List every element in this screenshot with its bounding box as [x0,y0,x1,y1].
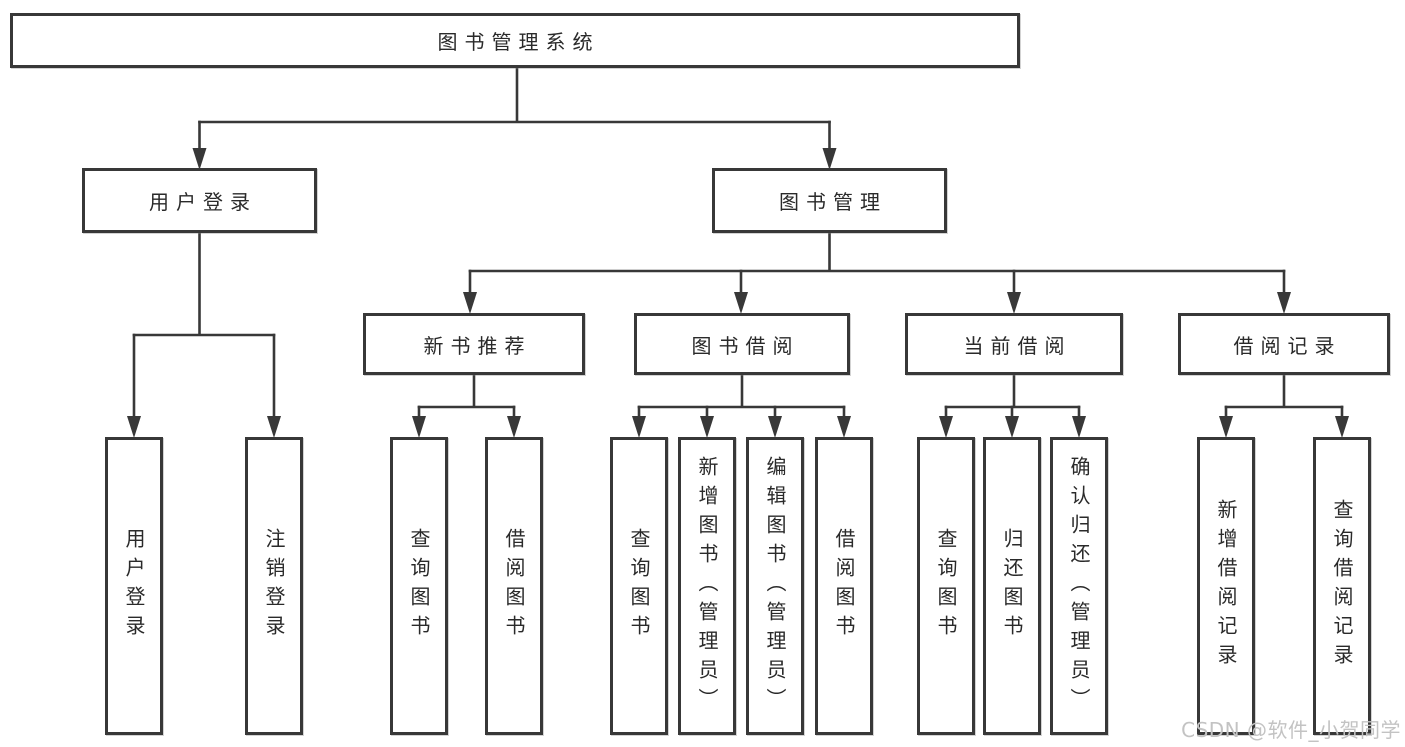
node-new-book-recommend: 新书推荐 [363,313,585,375]
leaf-query-books-2: 查询图书 [610,437,668,735]
node-library-management-system: 图书管理系统 [10,13,1020,68]
arrowheads [127,148,1349,438]
leaf-query-books-3: 查询图书 [917,437,975,735]
node-borrowing-records: 借阅记录 [1178,313,1390,375]
leaf-borrow-books-2: 借阅图书 [815,437,873,735]
leaf-logout: 注销登录 [245,437,303,735]
node-book-management: 图书管理 [712,168,947,233]
leaf-query-borrow-record: 查询借阅记录 [1313,437,1371,735]
leaf-confirm-return-admin: 确认归还（管理员） [1050,437,1108,735]
leaf-user-login: 用户登录 [105,437,163,735]
leaf-borrow-books: 借阅图书 [485,437,543,735]
leaf-add-books-admin: 新增图书（管理员） [678,437,736,735]
leaf-edit-books-admin: 编辑图书（管理员） [746,437,804,735]
csdn-watermark: CSDN @软件_小贺同学 [1181,718,1401,742]
node-current-borrowing: 当前借阅 [905,313,1123,375]
node-book-borrowing: 图书借阅 [634,313,850,375]
leaf-add-borrow-record: 新增借阅记录 [1197,437,1255,735]
leaf-return-books: 归还图书 [983,437,1041,735]
leaf-query-books: 查询图书 [390,437,448,735]
node-user-login: 用户登录 [82,168,317,233]
